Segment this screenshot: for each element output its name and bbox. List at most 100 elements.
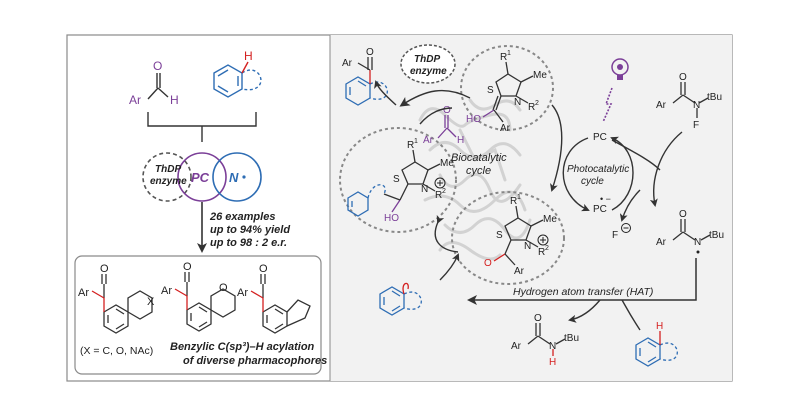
pc-top: PC: [593, 132, 607, 143]
amidyl-n: N: [694, 237, 701, 248]
amide-n: N: [549, 341, 556, 352]
left-aldehyde: [147, 73, 169, 100]
fluoride-minus-icon: [621, 223, 631, 233]
benzyl-radical: [379, 282, 422, 316]
amidyl-o: O: [679, 209, 687, 220]
left-plus-icon: [434, 177, 446, 189]
x-note: (X = C, O, NAc): [80, 345, 153, 357]
reagent-ar: Ar: [656, 100, 667, 111]
stats-line2: up to 94% yield: [210, 224, 290, 236]
pc-bottom-charge: • −: [600, 194, 611, 204]
product-3-o: O: [259, 263, 268, 275]
amide-product: [527, 323, 566, 356]
reagent-n: N: [693, 100, 700, 111]
amide-ar: Ar: [511, 341, 522, 352]
photocatalytic-line1: Photocatalytic: [567, 164, 629, 175]
catalyst-n-radical: N: [229, 170, 239, 185]
top-s: S: [487, 85, 494, 96]
bottom-o: O: [484, 258, 492, 269]
top-n: N: [514, 97, 521, 108]
catalyst-trio: [142, 152, 262, 202]
bottom-r2: R: [538, 247, 545, 258]
hat-arene-curve: [621, 299, 641, 331]
top-me: Me: [533, 70, 547, 81]
left-ho: HO: [384, 213, 399, 224]
stats-line3: up to 98 : 2 e.r.: [210, 237, 287, 249]
left-me: Me: [440, 158, 454, 169]
amide-o: O: [534, 313, 542, 324]
bottom-r2-sup: 2: [545, 245, 549, 252]
catalyst-pc: PC: [191, 170, 210, 185]
left-n: N: [421, 184, 428, 195]
top-r2: R: [528, 102, 535, 113]
product-1: [91, 274, 153, 334]
amide-tbu: tBu: [564, 333, 579, 344]
right-aldehyde-h: H: [457, 135, 464, 146]
left-bracket: [147, 112, 257, 142]
products-title-line2: of diverse pharmacophores: [183, 355, 327, 367]
right-product-ar: Ar: [342, 58, 353, 69]
top-ar: Ar: [500, 123, 511, 134]
left-aldehyde-h: H: [170, 93, 179, 107]
product-2-o-ring: O: [219, 282, 228, 294]
amide-h: H: [549, 357, 556, 368]
enzyme-label-ellipse: [400, 44, 456, 84]
right-product-o: O: [366, 47, 374, 58]
product-3: [250, 274, 311, 334]
bottom-r1-sup: 1: [517, 194, 521, 201]
left-arene-h: H: [244, 49, 253, 63]
biocatalytic-arrows: [374, 80, 563, 253]
hat-arrow: [467, 258, 697, 305]
amidyl-ar: Ar: [656, 237, 667, 248]
amidyl-tbu: tBu: [709, 230, 724, 241]
pc-oxidation-curve: [611, 139, 661, 171]
radical-dot-icon: [242, 175, 246, 179]
product-2-ar: Ar: [161, 285, 172, 297]
protein-ribbon-illustration: [418, 98, 532, 261]
light-bulb-icon: [611, 58, 629, 80]
top-ho: HO: [466, 114, 481, 125]
enzyme-label-line1: ThDP: [414, 54, 440, 65]
bottom-plus-icon: [537, 234, 549, 246]
top-r1: R: [500, 52, 507, 63]
product-1-x: X: [147, 296, 155, 308]
lightning-icon: [602, 87, 613, 123]
thiazolium-left: [347, 149, 441, 217]
bottom-ar: Ar: [514, 266, 525, 277]
left-arene: [213, 61, 262, 98]
biocatalytic-line1: Biocatalytic: [451, 152, 507, 164]
hat-label: Hydrogen atom transfer (HAT): [513, 286, 653, 298]
fluoride-label: F: [612, 230, 618, 241]
reagent-to-amidyl-arrow: [649, 131, 683, 207]
right-aldehyde-o: O: [443, 105, 451, 116]
pc-bottom: PC: [593, 204, 607, 215]
substrate-h: H: [656, 321, 663, 332]
product-2: [174, 272, 236, 332]
left-aldehyde-ar: Ar: [129, 93, 141, 107]
fluoride-release-curve: [619, 189, 641, 222]
bottom-me: Me: [543, 214, 557, 225]
amidyl-radical-dot-icon: [696, 250, 700, 254]
substrate-arene: [635, 331, 678, 367]
left-r2-sup: 2: [442, 188, 446, 195]
bottom-r1: R: [510, 196, 517, 207]
products-box: [74, 255, 322, 375]
left-aldehyde-o: O: [153, 59, 162, 73]
top-r2-sup: 2: [535, 100, 539, 107]
radical-to-cycle-arrow: [439, 253, 460, 281]
reagent-tbu: tBu: [707, 92, 722, 103]
right-aldehyde-ar: Ar: [423, 135, 434, 146]
left-r1: R: [407, 140, 414, 151]
reagent-f: F: [693, 120, 699, 131]
cycle-ellipses: [339, 45, 565, 285]
left-r2: R: [435, 190, 442, 201]
photocatalytic-arc-right: [610, 136, 634, 211]
right-aldehyde: [437, 115, 457, 139]
top-r1-sup: 1: [507, 50, 511, 57]
left-s: S: [393, 174, 400, 185]
thiazolium-top: [482, 61, 534, 123]
left-r1-sup: 1: [414, 138, 418, 145]
products-title-line1: Benzylic C(sp³)–H acylation: [170, 341, 315, 353]
product-1-o: O: [100, 263, 109, 275]
bottom-n: N: [524, 241, 531, 252]
